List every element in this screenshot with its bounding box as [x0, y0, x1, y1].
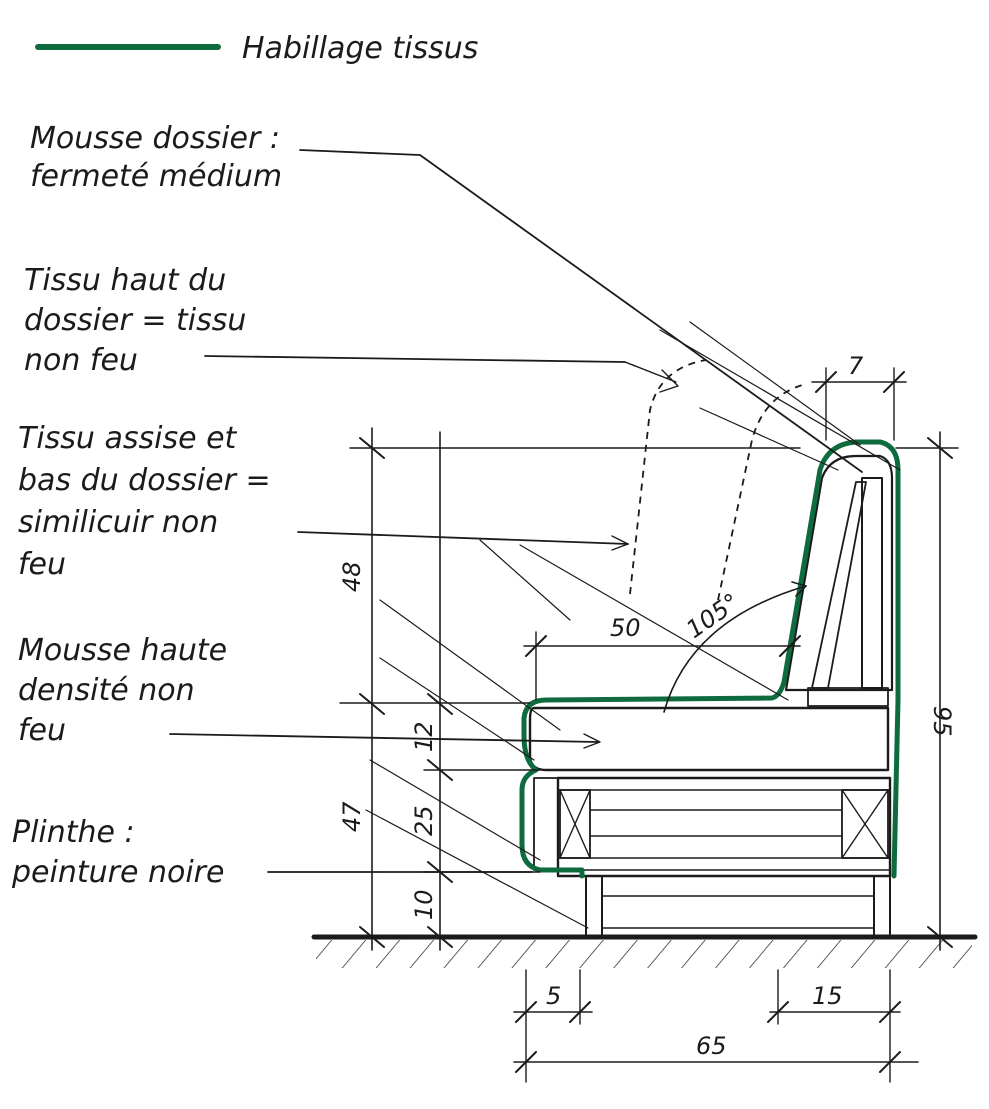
fabric-covering — [519, 439, 901, 879]
back-leg — [873, 875, 891, 937]
svg-text:feu: feu — [18, 547, 66, 582]
reclined-back-outline — [629, 359, 707, 595]
dim-seat-depth: 50 — [610, 614, 641, 642]
dim-front-recess: 5 — [546, 982, 561, 1010]
dim-plinth-height: 10 — [410, 889, 438, 920]
dimension-values: 7 50 105° 48 12 47 25 10 95 5 15 65 — [338, 352, 956, 1060]
svg-text:fermeté médium: fermeté médium — [30, 159, 282, 194]
floor — [311, 934, 978, 968]
svg-text:bas du dossier =: bas du dossier = — [18, 463, 271, 498]
bench-structure — [519, 359, 901, 937]
svg-text:feu: feu — [18, 713, 66, 748]
svg-text:similicuir non: similicuir non — [18, 505, 218, 540]
svg-text:non feu: non feu — [24, 343, 138, 378]
seat-cushion — [528, 706, 890, 772]
svg-text:dossier = tissu: dossier = tissu — [24, 303, 246, 338]
legend-label: Habillage tissus — [242, 31, 478, 66]
svg-text:Tissu assise et: Tissu assise et — [18, 421, 238, 456]
label-plinthe: Plinthe : peinture noire — [11, 815, 224, 890]
dim-total-height: 95 — [928, 706, 956, 737]
base-frame — [556, 776, 892, 878]
dim-base-height: 25 — [410, 805, 438, 836]
leader-lines — [169, 149, 901, 929]
svg-text:Plinthe :: Plinthe : — [12, 815, 135, 850]
label-mousse-haute: Mousse haute densité non feu — [18, 633, 227, 748]
dim-back-angle: 105° — [681, 588, 744, 644]
dim-upper-height: 48 — [338, 561, 366, 592]
front-leg — [585, 875, 603, 937]
dim-back-leg: 15 — [812, 982, 843, 1010]
svg-text:densité non: densité non — [18, 673, 195, 708]
dim-cushion-thickness: 12 — [410, 721, 438, 752]
legend: Habillage tissus — [35, 31, 478, 66]
label-tissu-assise: Tissu assise et bas du dossier = similic… — [18, 421, 271, 582]
back-slope — [811, 481, 867, 689]
svg-text:Tissu haut du: Tissu haut du — [24, 263, 226, 298]
dim-back-top-width: 7 — [848, 352, 864, 380]
svg-text:Mousse dossier :: Mousse dossier : — [30, 121, 280, 156]
label-tissu-haut: Tissu haut du dossier = tissu non feu — [24, 263, 246, 378]
dim-total-depth: 65 — [696, 1032, 727, 1060]
dimension-lines — [339, 367, 959, 1083]
svg-text:peinture noire: peinture noire — [11, 855, 224, 890]
svg-text:Mousse haute: Mousse haute — [18, 633, 227, 668]
dim-lower-height: 47 — [338, 801, 366, 832]
back-cushion — [784, 454, 894, 692]
label-mousse-dossier: Mousse dossier : fermeté médium — [30, 121, 282, 194]
back-post — [861, 477, 883, 689]
